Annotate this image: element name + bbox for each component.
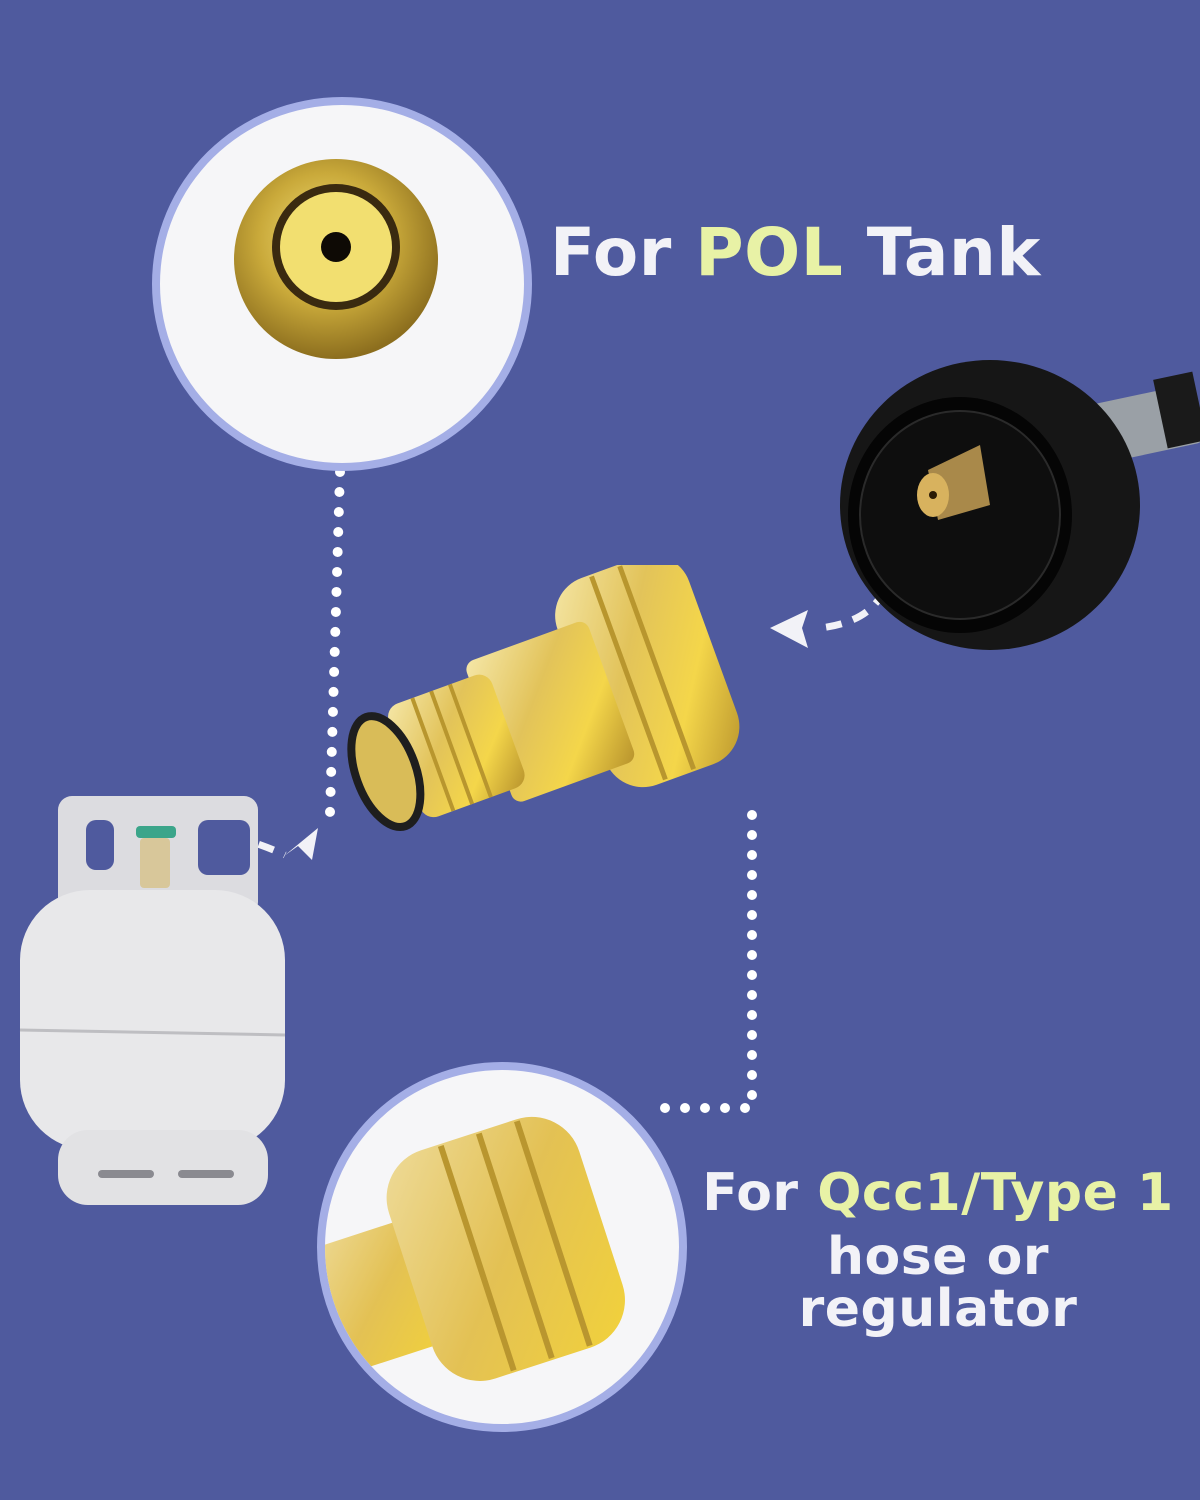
qcc1-label-highlight: Qcc1/Type 1	[817, 1163, 1174, 1223]
hose-coupler-image	[840, 345, 1200, 650]
pol-tank-label: For POL Tank	[550, 220, 1041, 286]
qcc1-label-line2: hose or regulator	[798, 1227, 1078, 1339]
propane-tank-image	[18, 790, 288, 1210]
pol-label-suffix: Tank	[843, 214, 1041, 291]
pol-label-highlight: POL	[695, 214, 844, 291]
qcc1-label-line1: For Qcc1/Type 1	[698, 1167, 1178, 1219]
pol-label-prefix: For	[550, 214, 696, 291]
qcc1-label-prefix: For	[702, 1163, 818, 1223]
pol-to-qcc1-adapter-image	[335, 565, 775, 855]
qcc1-label: For Qcc1/Type 1 hose or regulator	[698, 1167, 1178, 1335]
pol-fitting-image	[234, 159, 438, 359]
pol-closeup-circle	[152, 97, 532, 471]
qcc1-fitting-image	[325, 1116, 625, 1381]
qcc1-closeup-circle	[317, 1062, 687, 1432]
